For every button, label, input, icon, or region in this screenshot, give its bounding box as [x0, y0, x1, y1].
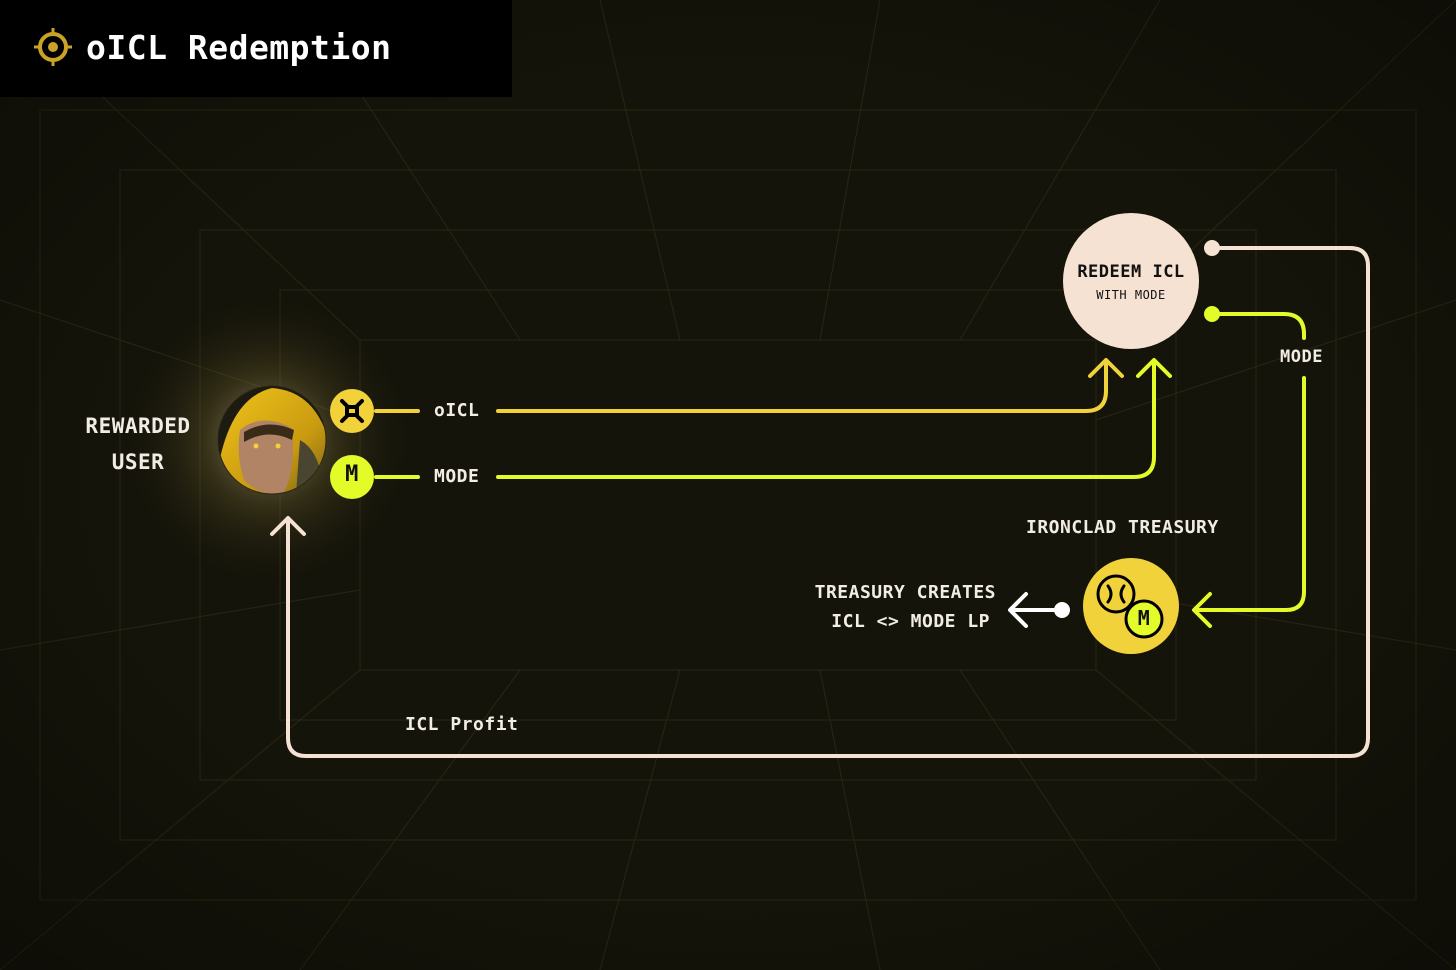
user-avatar [218, 386, 326, 494]
treasury-creates-label: TREASURY CREATES ICL <> MODE LP [780, 578, 996, 636]
avatar-ring [217, 385, 327, 495]
oicl-token-icon [330, 389, 374, 433]
title-bar: oICL Redemption [0, 0, 512, 97]
mode-arrowhead [1136, 358, 1172, 378]
page-title: oICL Redemption [86, 28, 392, 67]
treasury-creates-line2: ICL <> MODE LP [831, 611, 990, 632]
rewarded-user-line1: REWARDED [85, 414, 191, 438]
redeem-title: REDEEM ICL [1077, 262, 1185, 282]
oicl-arrowhead [1088, 358, 1124, 378]
treasury-mode-letter: M [1137, 606, 1151, 630]
oicl-flow-label: oICL [434, 400, 480, 421]
redeem-subtitle: WITH MODE [1096, 288, 1166, 302]
lp-arrowhead [1008, 592, 1028, 628]
mode-flow-line [374, 360, 1156, 479]
mode-return-dot [1204, 306, 1220, 322]
redeem-output-dot [1204, 240, 1220, 256]
oicl-flow-line [374, 360, 1108, 413]
mode-token-icon [330, 455, 374, 499]
mode-token-letter: M [345, 462, 359, 487]
treasury-arrowhead [1192, 592, 1212, 628]
rewarded-user-line2: USER [111, 450, 165, 474]
mode-return-flow-line [1196, 312, 1306, 612]
icl-profit-flow-line [286, 246, 1370, 758]
header-logo-icon [34, 28, 72, 66]
redeem-node [1063, 213, 1199, 349]
treasury-label: IRONCLAD TREASURY [1026, 517, 1219, 538]
mode-flow-label: MODE [434, 466, 480, 487]
icl-profit-label: ICL Profit [405, 714, 519, 735]
treasury-creates-line1: TREASURY CREATES [814, 582, 996, 603]
ironclad-token-icon [1096, 574, 1136, 614]
mode-return-label: MODE [1280, 347, 1323, 367]
mode-token-icon-treasury [1124, 599, 1164, 639]
treasury-output-dot [1054, 602, 1070, 618]
user-arrowhead [270, 516, 306, 536]
rewarded-user-label: REWARDED USER [68, 408, 208, 480]
